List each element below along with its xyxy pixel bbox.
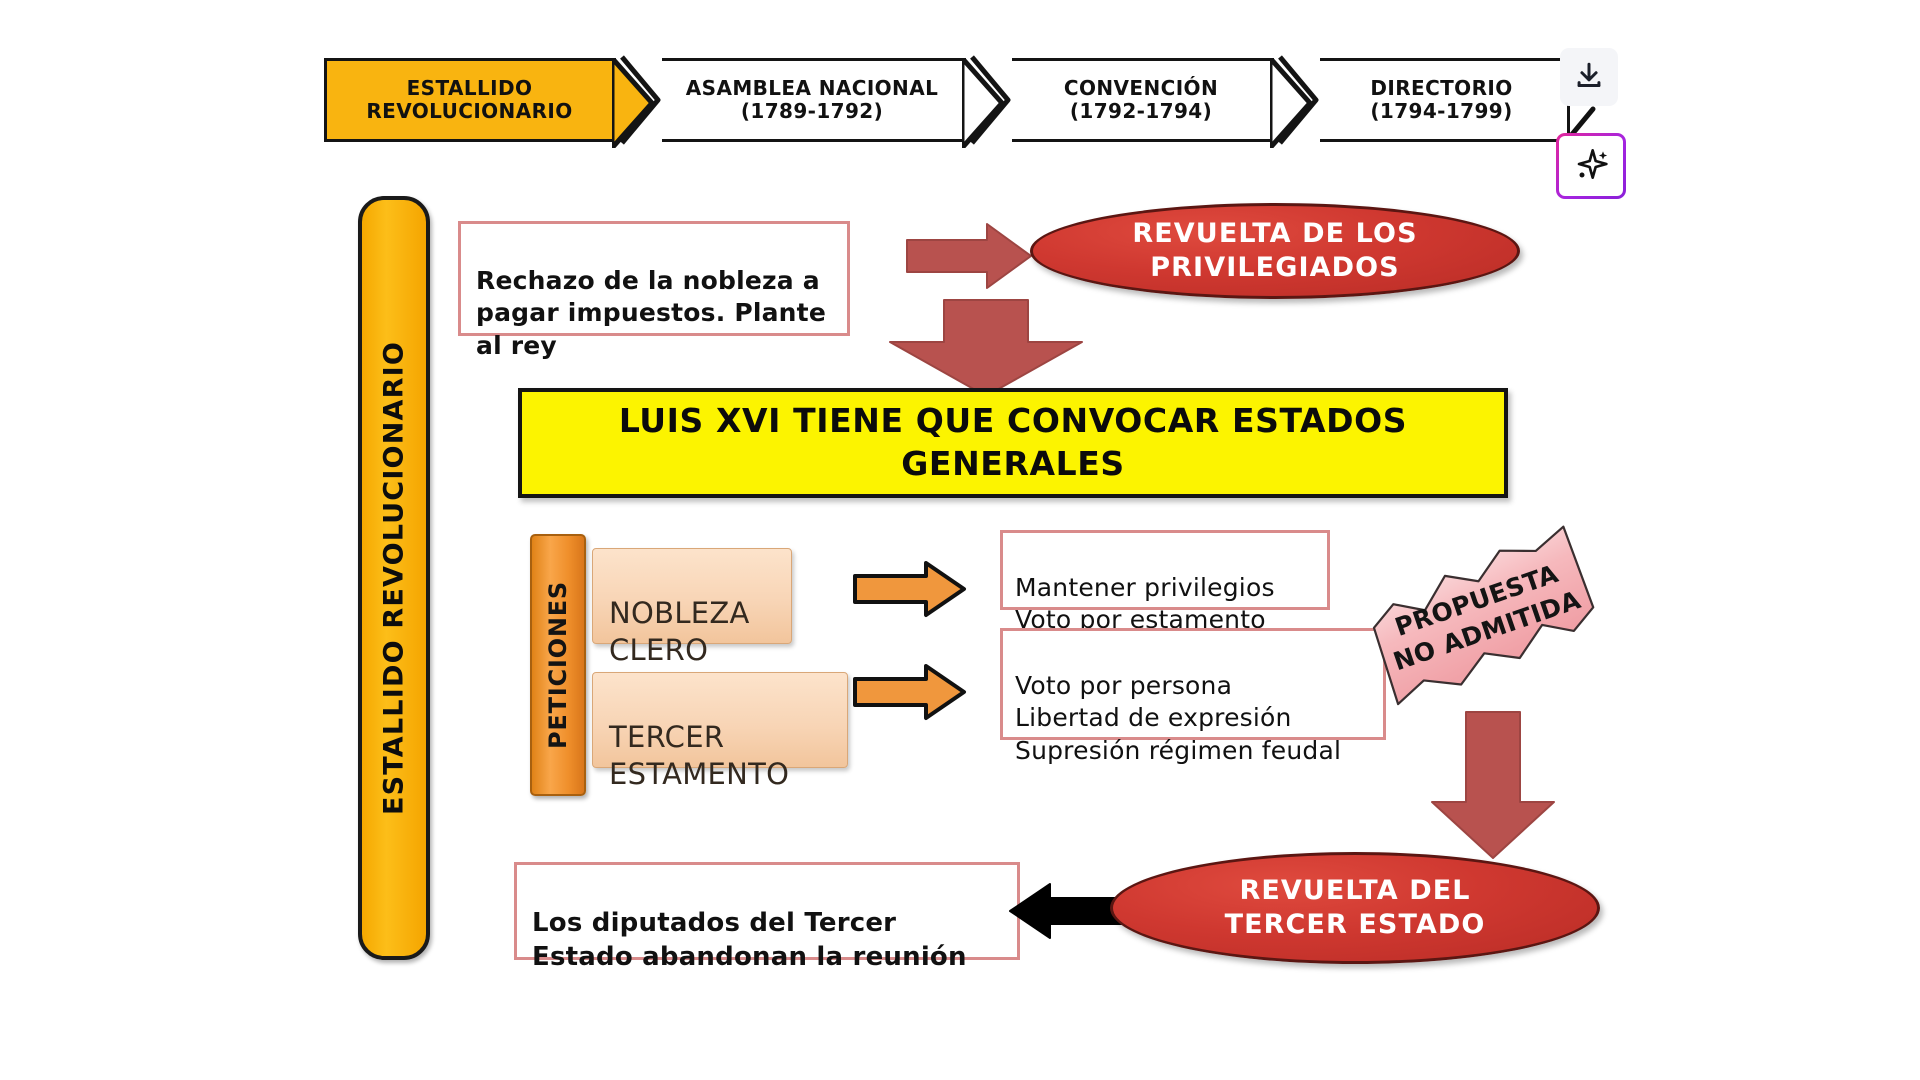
timeline-step-label: ESTALLIDO REVOLUCIONARIO xyxy=(366,76,573,123)
timeline-step-directorio[interactable]: DIRECTORIO (1794-1799) xyxy=(1320,58,1570,142)
timeline-step-asamblea[interactable]: ASAMBLEA NACIONAL (1789-1792) xyxy=(662,58,1005,148)
ellipse-text: REVUELTA DEL TERCER ESTADO xyxy=(1224,875,1486,940)
ellipse-revuelta-tercer-estado: REVUELTA DEL TERCER ESTADO xyxy=(1110,852,1600,964)
box-nobleza-clero: NOBLEZA CLERO xyxy=(592,548,792,667)
box-text: Voto por persona Libertad de expresión S… xyxy=(1015,670,1342,765)
box-voto-persona: Voto por persona Libertad de expresión S… xyxy=(1000,628,1386,765)
timeline-breadcrumb: ESTALLIDO REVOLUCIONARIO ASAMBLEA NACION… xyxy=(324,55,1570,148)
arrow-right-orange-1 xyxy=(853,561,966,617)
chevron-right-icon xyxy=(620,55,661,145)
side-label-text: ESTALLIDO REVOLUCIONARIO xyxy=(378,341,410,815)
timeline-step-estallido[interactable]: ESTALLIDO REVOLUCIONARIO xyxy=(324,58,655,148)
download-icon xyxy=(1577,62,1601,87)
banner-text: LUIS XVI TIENE QUE CONVOCAR ESTADOS GENE… xyxy=(618,401,1408,483)
arrow-down-red-1 xyxy=(889,299,1083,397)
chevron-right-icon xyxy=(1278,55,1319,145)
chevron-right-icon xyxy=(962,58,1005,148)
box-diputados-abandonan: Los diputados del Tercer Estado abandona… xyxy=(514,862,1020,972)
download-button[interactable] xyxy=(1560,48,1618,106)
box-rechazo-nobleza: Rechazo de la nobleza a pagar impuestos.… xyxy=(458,221,850,360)
chevron-right-icon xyxy=(612,58,655,148)
sparkle-icon xyxy=(1577,149,1608,179)
box-tercer-estamento: TERCER ESTAMENTO xyxy=(592,672,848,791)
box-text: Los diputados del Tercer Estado abandona… xyxy=(532,907,967,972)
box-mantener-privilegios: Mantener privilegios Voto por estamento xyxy=(1000,530,1330,634)
box-text: Mantener privilegios Voto por estamento xyxy=(1015,572,1275,635)
box-text: NOBLEZA CLERO xyxy=(609,596,750,667)
box-text: Rechazo de la nobleza a pagar impuestos.… xyxy=(476,265,826,360)
arrow-right-orange-2 xyxy=(853,664,966,720)
chevron-right-icon xyxy=(970,55,1011,145)
timeline-separator-2 xyxy=(966,55,1012,145)
sticker-text: PROPUESTA NO ADMITIDA xyxy=(1389,558,1585,677)
banner-luis-xvi: LUIS XVI TIENE QUE CONVOCAR ESTADOS GENE… xyxy=(518,388,1508,498)
timeline-separator-3 xyxy=(1274,55,1320,145)
peticiones-side-label: PETICIONES xyxy=(530,534,586,796)
torn-paper-shape xyxy=(1372,525,1595,706)
ellipse-revuelta-privilegiados: REVUELTA DE LOS PRIVILEGIADOS xyxy=(1030,203,1520,299)
ai-sparkle-button[interactable] xyxy=(1556,133,1626,199)
timeline-step-label: CONVENCIÓN (1792-1794) xyxy=(1063,76,1219,123)
sticker-propuesta-no-admitida: PROPUESTA NO ADMITIDA xyxy=(1353,518,1610,713)
timeline-step-convencion[interactable]: CONVENCIÓN (1792-1794) xyxy=(1012,58,1313,148)
sticker-text-wrap: PROPUESTA NO ADMITIDA xyxy=(1353,518,1610,713)
timeline-step-label: DIRECTORIO (1794-1799) xyxy=(1370,76,1513,123)
arrow-right-red-1 xyxy=(906,223,1032,289)
timeline-step-label: ASAMBLEA NACIONAL (1789-1792) xyxy=(685,76,939,123)
chevron-right-icon xyxy=(1270,58,1313,148)
timeline-separator-1 xyxy=(616,55,662,145)
section-side-label: ESTALLIDO REVOLUCIONARIO xyxy=(358,196,430,960)
peticiones-label-text: PETICIONES xyxy=(544,581,572,749)
box-text: TERCER ESTAMENTO xyxy=(609,720,790,791)
arrow-down-red-2 xyxy=(1431,711,1555,859)
ellipse-text: REVUELTA DE LOS PRIVILEGIADOS xyxy=(1132,218,1418,283)
